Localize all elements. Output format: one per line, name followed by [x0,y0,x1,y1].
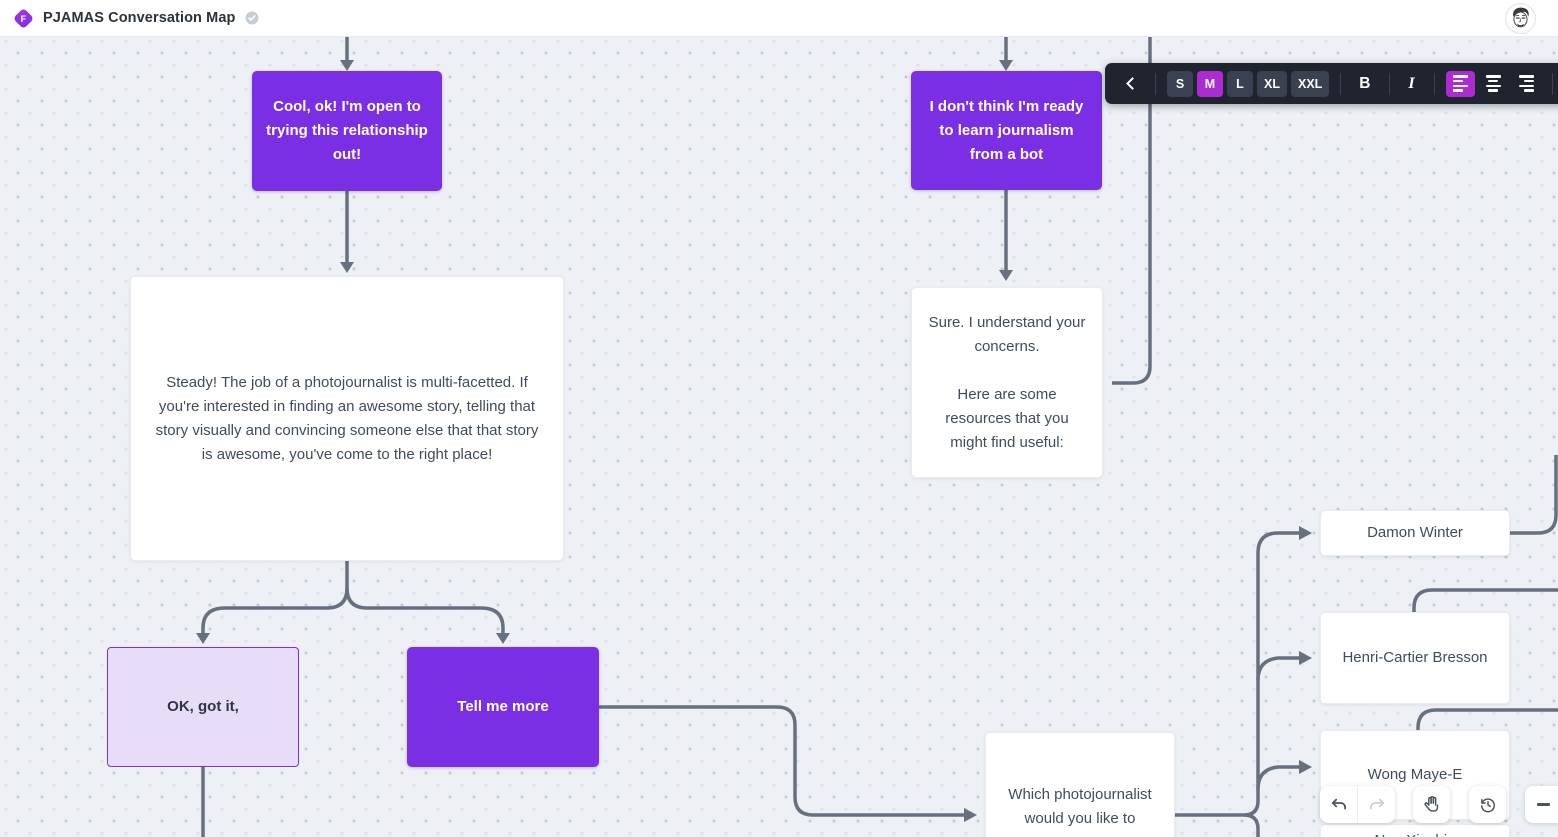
bold-button[interactable]: B [1359,74,1371,92]
node-text: Cool, ok! I'm open to trying this relati… [266,98,428,163]
zoom-out-button[interactable] [1525,786,1558,823]
redo-button[interactable] [1358,786,1395,823]
arrowhead [196,633,210,644]
connector-trunk-to-damon[interactable] [1256,531,1300,801]
node-text: Steady! The job of a photojournalist is … [155,373,539,463]
node-sure-understand[interactable]: Sure. I understand your concerns. Here a… [911,287,1103,478]
arrowhead [1299,651,1312,665]
align-center-icon [1485,75,1501,92]
document-title[interactable]: PJAMAS Conversation Map [43,10,236,26]
undo-button[interactable] [1320,786,1357,823]
toolbar-divider [1388,72,1390,95]
arrowhead [999,60,1013,71]
connector-branch-wong[interactable] [1256,765,1300,790]
arrowhead [1299,760,1312,774]
toolbar-divider [1551,72,1553,95]
node-text: Tell me more [457,698,549,715]
arrowhead [340,262,354,273]
pan-tool-group [1413,786,1450,823]
button-divider [1357,786,1358,823]
node-text: Wong Maye-E [1367,766,1463,783]
node-text: Henri-Cartier Bresson [1342,649,1488,666]
node-ok-got-it[interactable]: OK, got it, [107,647,299,767]
node-henri-cartier-bresson[interactable]: Henri-Cartier Bresson [1320,612,1510,704]
node-nan-xinchin[interactable]: Nan Xinchin [1320,824,1510,837]
minus-icon [1537,803,1550,806]
chevron-left-icon [1126,77,1139,90]
node-damon-winter[interactable]: Damon Winter [1320,510,1510,556]
node-tell-me-more[interactable]: Tell me more [407,647,599,767]
connector-steady-split-right[interactable] [345,587,505,635]
logo-letter: F [20,13,27,23]
connector-offscreen-to-wong[interactable] [1416,708,1558,731]
collapse-toolbar-button[interactable] [1117,71,1144,97]
format-toolbar: S M L XL XXL B I [1105,63,1558,104]
text-size-xl-button[interactable]: XL [1257,70,1287,97]
zoom-control-group [1525,786,1558,823]
align-center-button[interactable] [1479,71,1508,97]
clock-history-icon [1480,797,1495,812]
arrowhead [964,808,977,822]
undo-redo-group [1320,786,1395,823]
arrowhead [1299,526,1312,540]
node-text: Damon Winter [1367,524,1463,541]
user-avatar[interactable] [1505,3,1536,34]
app-logo-icon[interactable]: F [12,7,35,29]
node-text: Sure. I understand your concerns. Here a… [928,313,1086,451]
check-circle-icon [245,11,259,25]
node-text: Which photojournalist would you like to [1008,786,1152,827]
align-left-icon [1452,75,1468,92]
connector-damon-offscreen[interactable] [1510,455,1558,535]
connector-branch-henri[interactable] [1256,656,1300,681]
undo-arrow-icon [1331,798,1346,809]
redo-arrow-icon [1369,798,1384,809]
node-text: Nan Xinchin [1375,829,1456,837]
text-size-s-button[interactable]: S [1167,70,1193,97]
toolbar-divider [1340,72,1342,95]
node-which-photojournalist[interactable]: Which photojournalist would you like to [985,732,1175,837]
version-history-button[interactable] [1469,786,1506,823]
connector-steady-split-left[interactable] [201,561,349,635]
avatar-sketch-face-icon [1506,4,1535,33]
text-size-l-button[interactable]: L [1227,70,1253,97]
pan-hand-button[interactable] [1413,786,1450,823]
connector-offscreen-to-henri[interactable] [1412,588,1558,613]
italic-button[interactable]: I [1408,74,1415,92]
align-right-button[interactable] [1512,71,1541,97]
arrowhead [340,60,354,71]
connector-which-junction[interactable] [1175,800,1260,837]
hand-icon [1423,795,1438,812]
arrowhead [999,270,1013,281]
arrowhead [496,633,510,644]
node-text: OK, got it, [167,698,239,715]
history-tool-group [1469,786,1506,823]
align-right-icon [1518,75,1534,92]
text-size-m-button[interactable]: M [1197,70,1223,97]
node-i-dont-think[interactable]: I don't think I'm ready to learn journal… [911,71,1102,190]
align-left-button[interactable] [1445,70,1475,97]
toolbar-divider [1433,72,1435,95]
toolbar-divider [1155,72,1156,95]
app-header: F PJAMAS Conversation Map [0,0,1558,37]
node-steady[interactable]: Steady! The job of a photojournalist is … [130,276,564,561]
connector-offscreen-to-sure[interactable] [1112,37,1152,385]
node-cool-ok[interactable]: Cool, ok! I'm open to trying this relati… [252,71,442,191]
connector-tellmemore-to-which[interactable] [599,705,965,817]
node-text: I don't think I'm ready to learn journal… [929,97,1084,163]
text-size-xxl-button[interactable]: XXL [1290,70,1330,97]
